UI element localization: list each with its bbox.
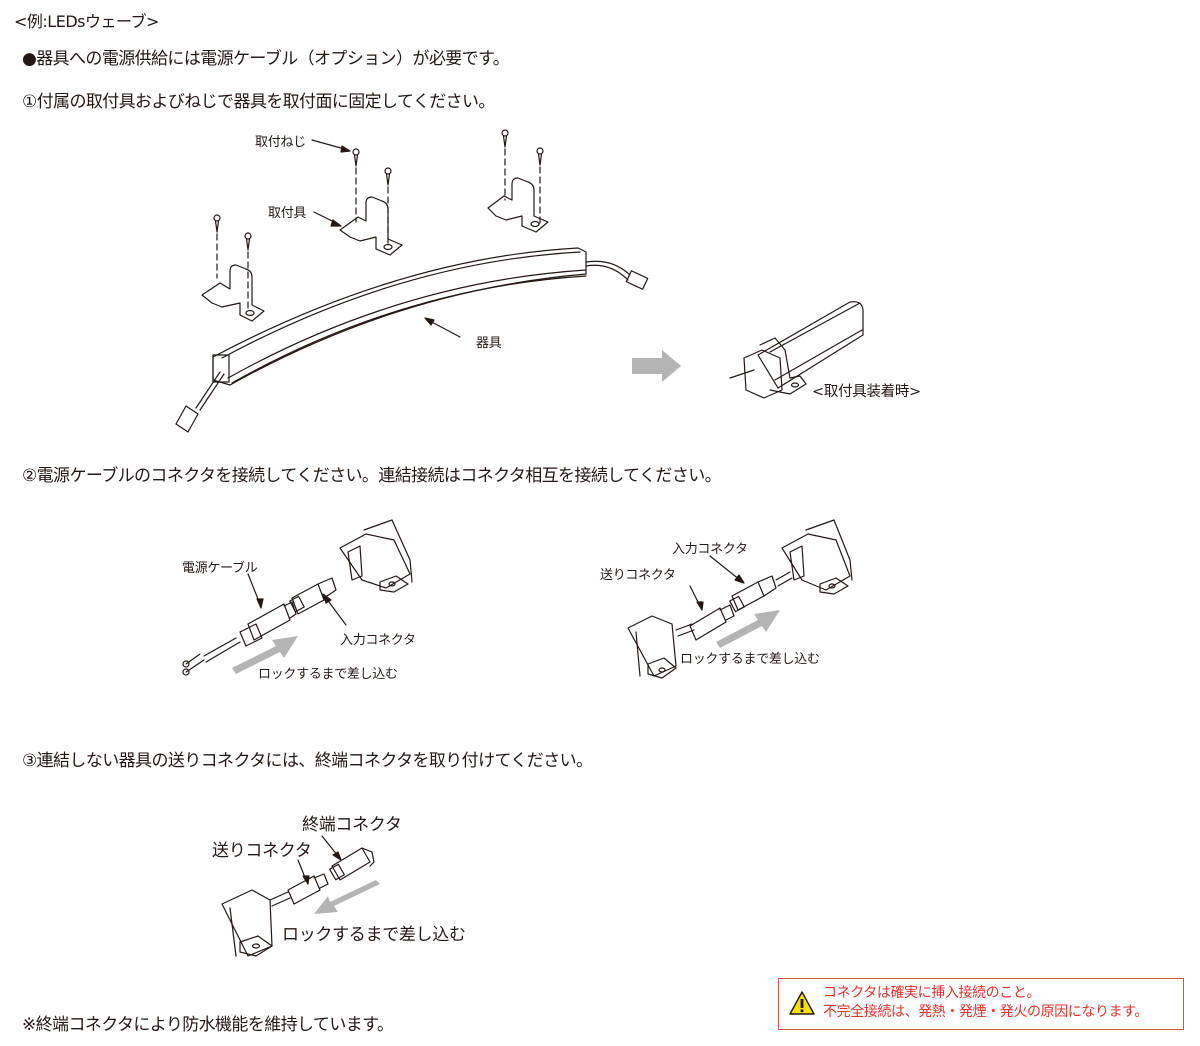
output-connector-label: 送りコネクタ [212,841,312,861]
footnote: ※終端コネクタにより防水機能を維持しています。 [22,1015,394,1035]
step-2-text: ②電源ケーブルのコネクタを接続してください。連結接続はコネクタ相互を接続してくだ… [22,466,722,486]
screw-label: 取付ねじ [255,135,306,150]
example-heading: <例:LEDsウェーブ> [14,12,159,31]
insert-arrow-icon [232,636,298,674]
input-connector-label: 入力コネクタ [340,633,416,648]
output-connector-label: 送りコネクタ [600,568,676,583]
fixture-end-icon [781,519,853,595]
step-3-text: ③連結しない器具の送りコネクタには、終端コネクタを取り付けてください。 [22,751,593,771]
led-fixture-icon [175,247,649,433]
installed-caption: <取付具装着時> [812,384,921,400]
end-connector-label: 終端コネクタ [302,815,402,835]
bracket-label: 取付具 [268,206,307,221]
insert-label: ロックするまで差し込む [282,925,466,945]
step-1-text: ①付属の取付具およびねじで器具を取付面に固定してください。 [22,92,495,112]
warning-line-1: コネクタは確実に挿入接続のこと。 [823,985,1041,1001]
power-cable-label: 電源ケーブル [182,561,258,576]
insert-arrow-icon [716,610,780,648]
fixture-label: 器具 [476,336,502,351]
installed-fixture-icon [729,301,864,399]
insert-label: ロックするまで差し込む [258,667,398,682]
fixture-start-icon [627,615,677,679]
screw-icon [213,129,544,251]
mounting-bracket-icon [201,177,549,322]
warning-text: コネクタは確実に挿入接続のこと。 不完全接続は、発熱・発煙・発火の原因になります… [823,984,1148,1022]
next-arrow-icon [632,350,681,382]
insert-arrow-icon [314,880,380,914]
warning-triangle-icon [789,991,815,1015]
warning-box: コネクタは確実に挿入接続のこと。 不完全接続は、発熱・発煙・発火の原因になります… [778,978,1184,1030]
fixture-start-icon [221,889,273,957]
power-cable-icon [182,601,297,676]
input-connector-label: 入力コネクタ [672,542,748,557]
power-supply-note: ●器具への電源供給には電源ケーブル（オプション）が必要です。 [22,49,510,69]
input-connector-icon [729,571,793,613]
end-connector-icon [329,847,375,881]
insert-label: ロックするまで差し込む [680,652,820,667]
warning-line-2: 不完全接続は、発熱・発煙・発火の原因になります。 [823,1004,1148,1020]
output-connector-icon [675,604,735,641]
input-connector-icon [289,577,337,615]
fixture-end-icon [339,519,413,593]
output-connector-icon [269,873,329,907]
